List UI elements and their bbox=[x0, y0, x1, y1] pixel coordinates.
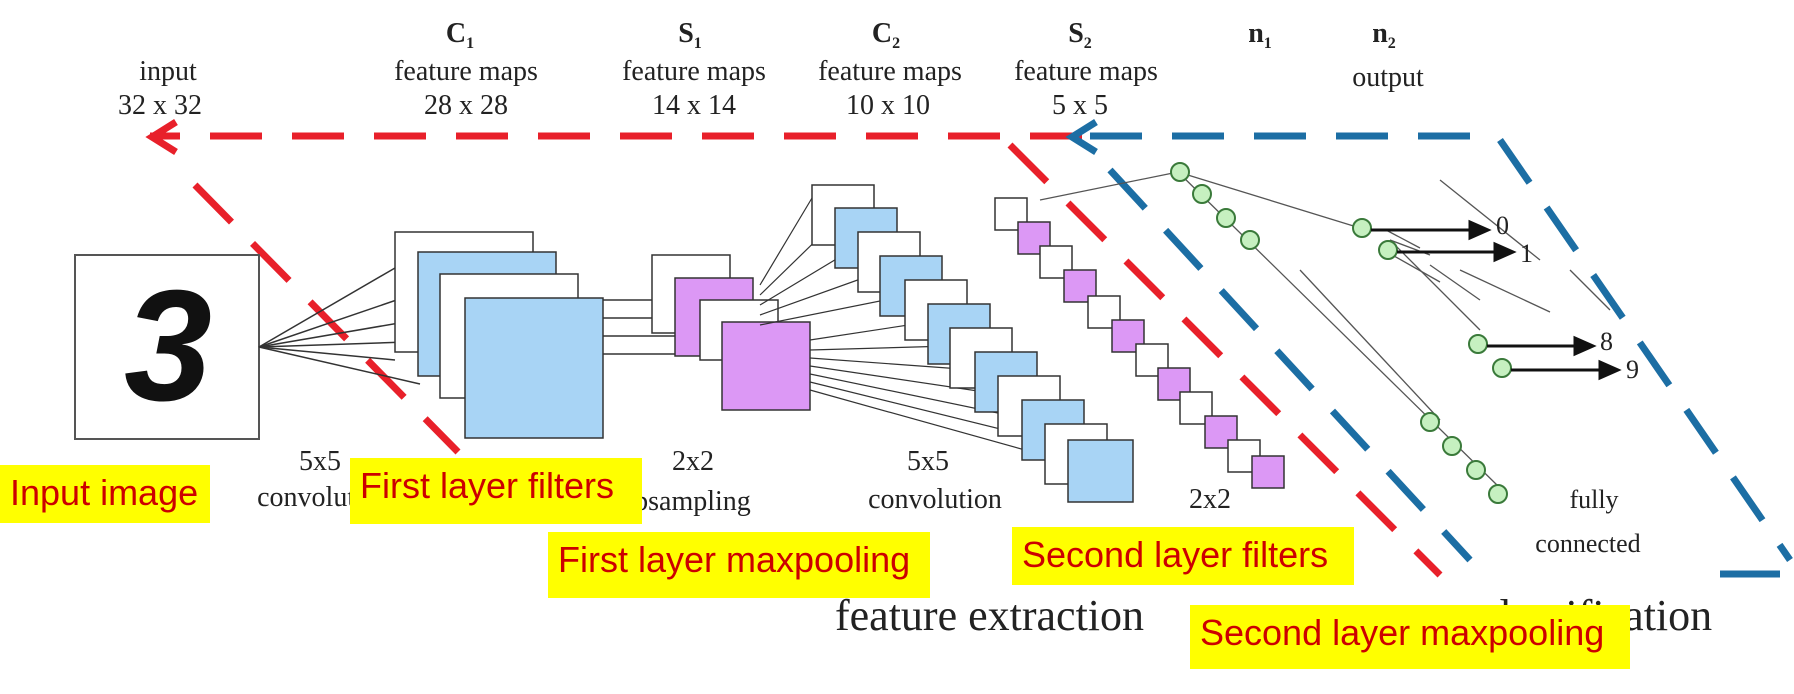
neuron bbox=[1492, 358, 1512, 378]
overlay-second-layer-maxpooling: Second layer maxpooling bbox=[1190, 605, 1631, 669]
neuron bbox=[1442, 436, 1462, 456]
overlay-first-layer-filters: First layer filters bbox=[350, 458, 643, 524]
neuron bbox=[1466, 460, 1486, 480]
classification-right-dash bbox=[1497, 138, 1793, 562]
header-input-title: input bbox=[139, 56, 197, 87]
s1-map bbox=[721, 321, 811, 411]
input-digit: 3 bbox=[124, 258, 212, 434]
classification-left-dash bbox=[1107, 167, 1473, 563]
feature-extraction-right-dash bbox=[1007, 142, 1443, 578]
pool2-size: 2x2 bbox=[1189, 484, 1231, 515]
classification-arrowhead bbox=[1065, 119, 1098, 155]
conv2-label: convolution bbox=[868, 484, 1002, 515]
header-c1: C1 feature maps 28 x 28 bbox=[394, 18, 538, 121]
output-label: 9 bbox=[1626, 355, 1639, 384]
conv2-size: 5x5 bbox=[907, 446, 949, 477]
fc-line2: connected bbox=[1535, 529, 1640, 558]
header-n2-title: n2 bbox=[1372, 18, 1396, 52]
neuron bbox=[1488, 484, 1508, 504]
c1-feature-maps bbox=[394, 231, 604, 439]
s2-feature-maps bbox=[994, 197, 1285, 489]
header-s1-size: 14 x 14 bbox=[652, 90, 736, 121]
overlay-first-layer-maxpooling: First layer maxpooling bbox=[548, 532, 931, 598]
header-s2-size: 5 x 5 bbox=[1052, 90, 1108, 121]
neuron bbox=[1216, 208, 1236, 228]
header-s2-title: S2 bbox=[1068, 18, 1092, 52]
n2-neurons bbox=[1352, 218, 1512, 378]
neuron bbox=[1192, 184, 1212, 204]
overlay-input-image: Input image bbox=[0, 465, 211, 523]
header-c1-size: 28 x 28 bbox=[424, 90, 508, 121]
neuron bbox=[1420, 412, 1440, 432]
header-s1-line2: feature maps bbox=[622, 56, 766, 87]
conv1-size: 5x5 bbox=[299, 446, 341, 477]
header-c2-size: 10 x 10 bbox=[846, 90, 930, 121]
neuron bbox=[1468, 334, 1488, 354]
header-s2: S2 feature maps 5 x 5 bbox=[1014, 18, 1158, 121]
s2-map bbox=[1251, 455, 1285, 489]
neuron bbox=[1352, 218, 1372, 238]
feature-extraction-left-dash bbox=[192, 182, 461, 455]
neuron bbox=[1378, 240, 1398, 260]
feature-extraction-arrowhead bbox=[145, 119, 178, 155]
c2-feature-maps bbox=[811, 184, 1134, 503]
n1-neurons bbox=[1170, 162, 1508, 504]
s1-feature-maps bbox=[651, 254, 811, 411]
output-label: 8 bbox=[1600, 327, 1613, 356]
c2-map bbox=[1067, 439, 1134, 503]
pool1-size: 2x2 bbox=[672, 446, 714, 477]
header-c2: C2 feature maps 10 x 10 bbox=[818, 18, 962, 121]
neuron bbox=[1240, 230, 1260, 250]
header-s1: S1 feature maps 14 x 14 bbox=[622, 18, 766, 121]
neuron bbox=[1170, 162, 1190, 182]
header-n1-title: n1 bbox=[1248, 18, 1272, 52]
header-c2-line2: feature maps bbox=[818, 56, 962, 87]
header-s2-line2: feature maps bbox=[1014, 56, 1158, 87]
header-c1-title: C1 bbox=[446, 18, 474, 52]
fc-line1: fully bbox=[1569, 485, 1618, 514]
header-input: input 32 x 32 bbox=[118, 56, 202, 121]
header-c2-title: C2 bbox=[872, 18, 900, 52]
overlay-second-layer-filters: Second layer filters bbox=[1012, 527, 1355, 585]
input-image: 3 bbox=[74, 254, 260, 440]
c1-map bbox=[464, 297, 604, 439]
section-feature-extraction: feature extraction bbox=[835, 591, 1144, 640]
feature-extraction-bracket bbox=[150, 132, 1443, 578]
output-arrows bbox=[1371, 219, 1622, 381]
output-label: 1 bbox=[1520, 239, 1533, 268]
header-n1: n1 bbox=[1248, 18, 1272, 52]
header-s1-title: S1 bbox=[678, 18, 702, 52]
output-labels: 0 1 8 9 bbox=[1496, 211, 1639, 384]
header-input-size: 32 x 32 bbox=[118, 90, 202, 121]
output-label: 0 bbox=[1496, 211, 1509, 240]
classification-bracket bbox=[1090, 132, 1793, 563]
header-n2: n2 output bbox=[1352, 18, 1424, 93]
header-n2-line2: output bbox=[1352, 62, 1424, 93]
header-c1-line2: feature maps bbox=[394, 56, 538, 87]
